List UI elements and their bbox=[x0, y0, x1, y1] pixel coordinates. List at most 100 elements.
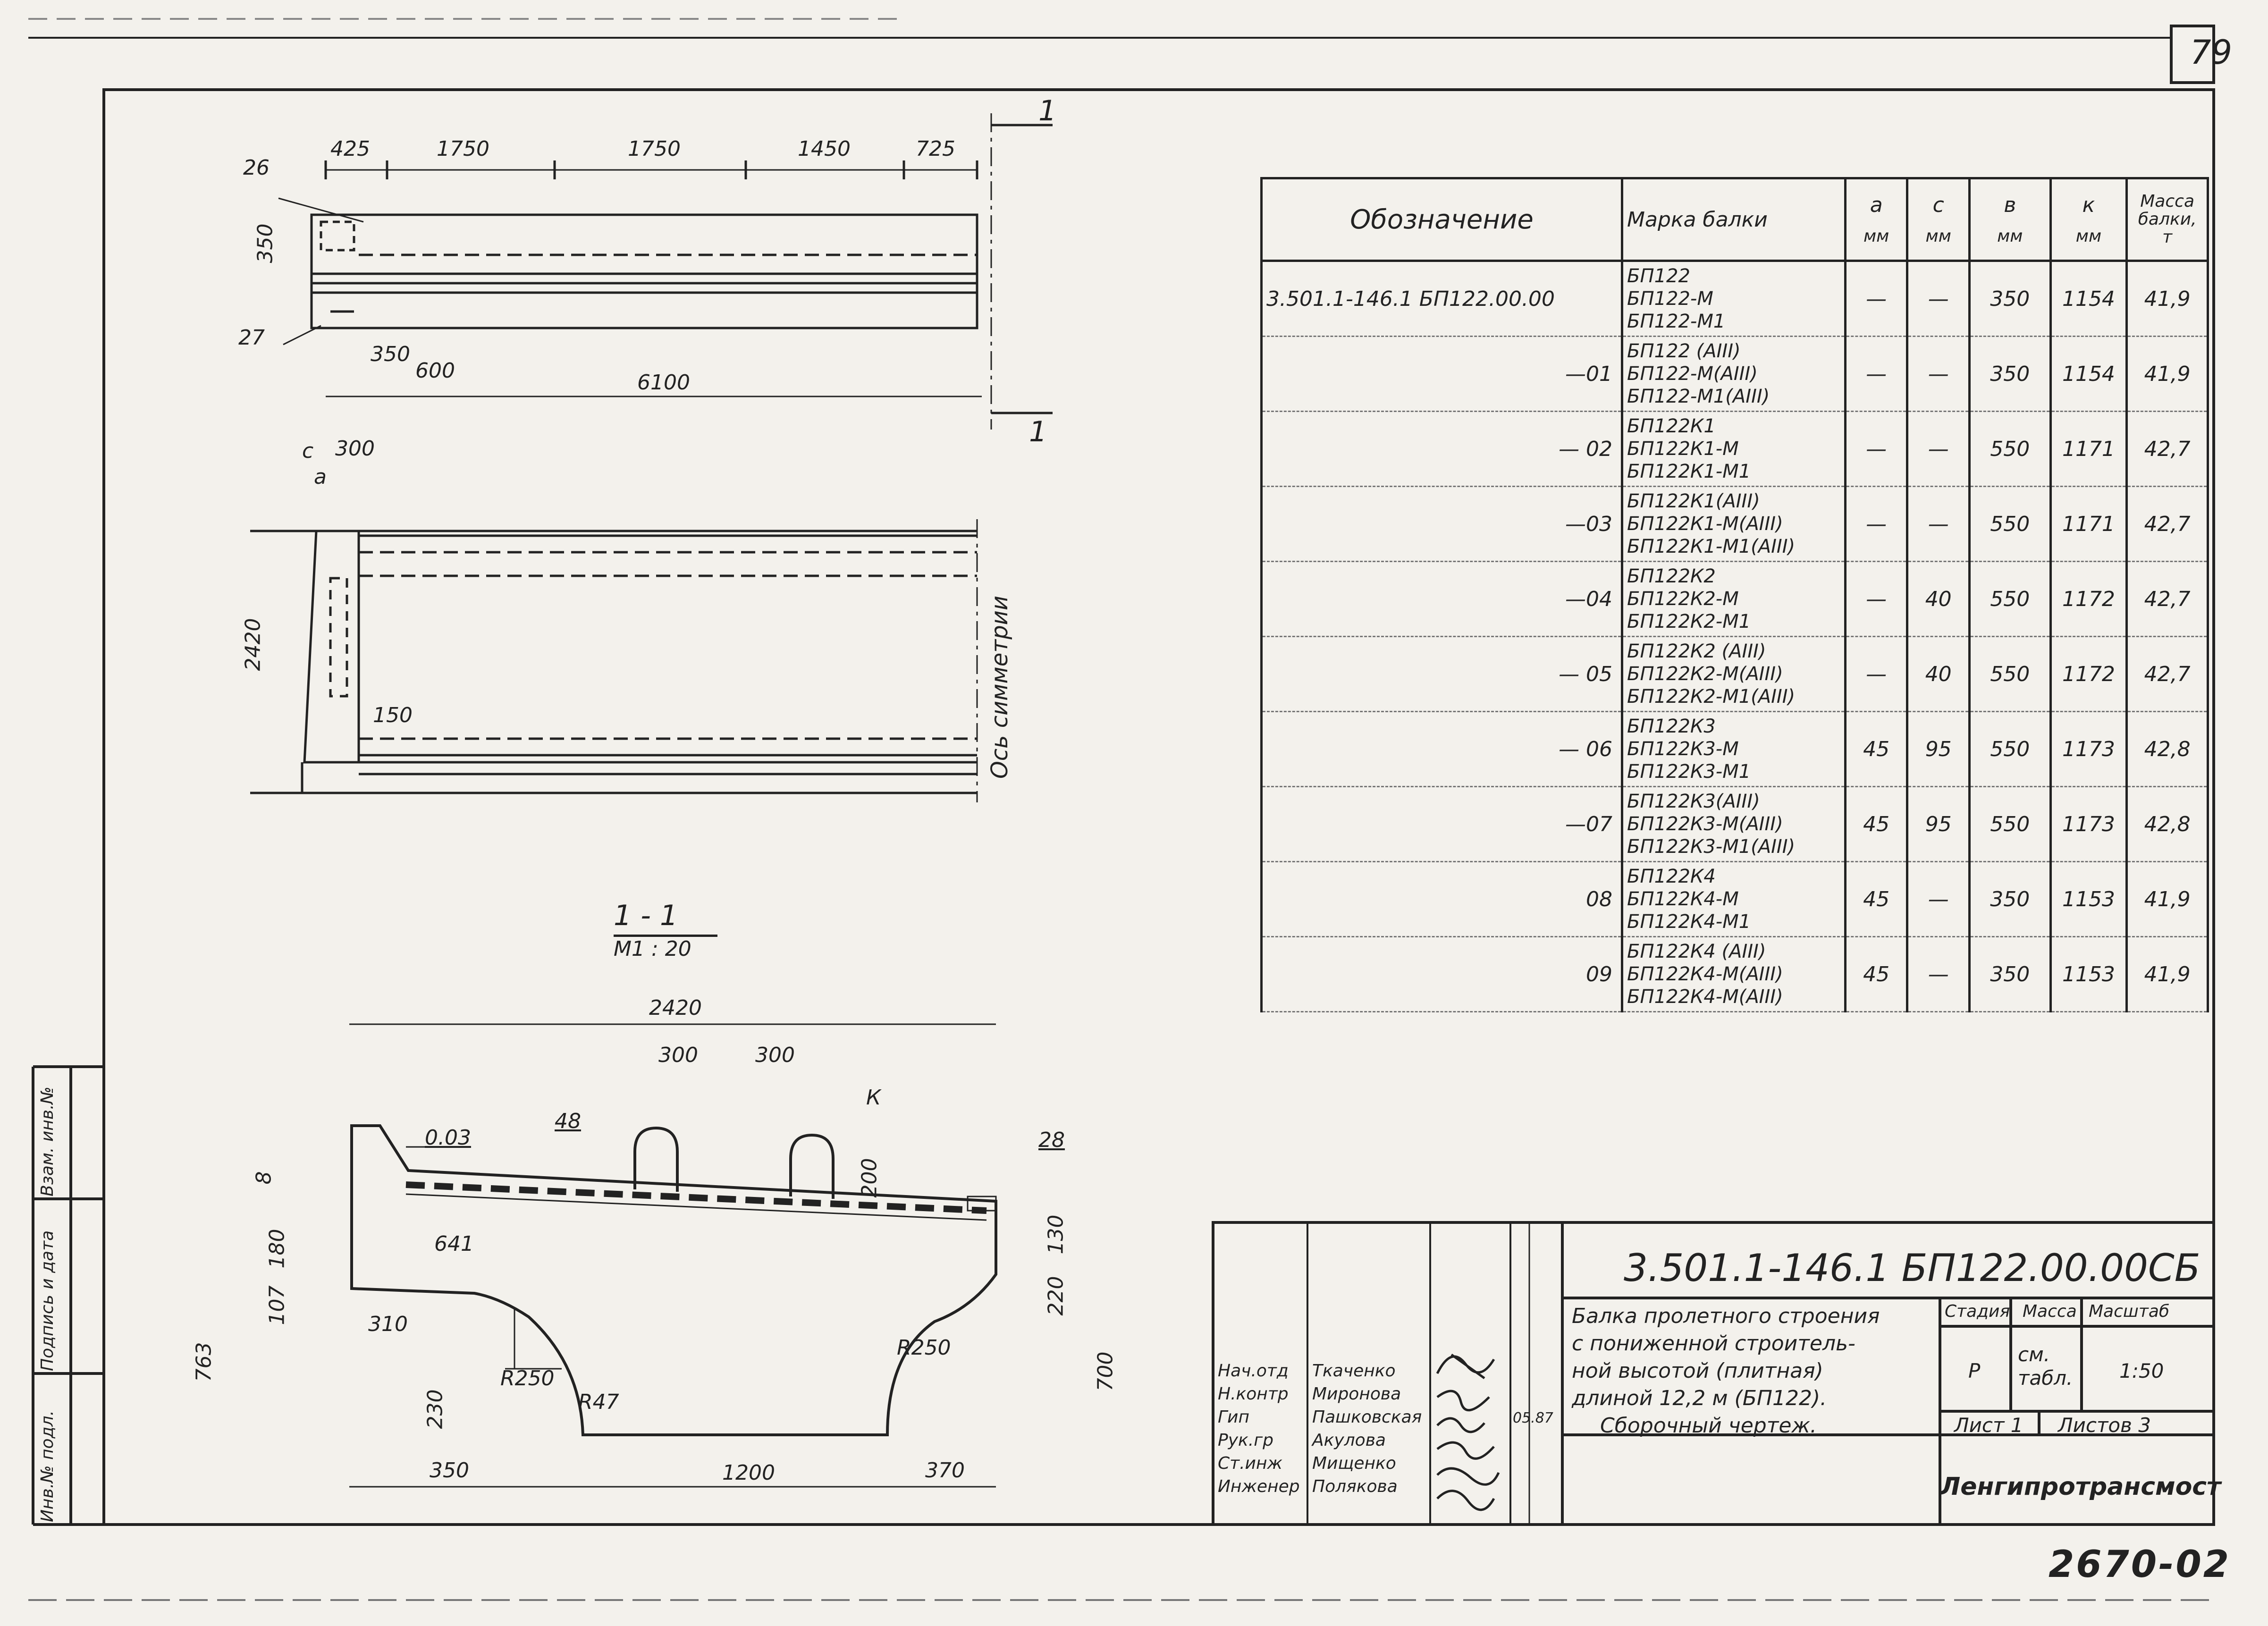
beam-mark: БП122К2-М1(АIII) bbox=[1627, 686, 1796, 708]
cell-k: 1153 bbox=[2049, 936, 2128, 1012]
callout-26: 26 bbox=[243, 156, 270, 180]
roles-column: Нач.отд Н.контр Гип Рук.гр Ст.инж Инжене… bbox=[1218, 1359, 1307, 1498]
beam-mark: БП122К4-М1 bbox=[1627, 911, 1751, 933]
cell-b: 550 bbox=[1968, 486, 2052, 562]
section-dim-350: 350 bbox=[430, 1458, 469, 1483]
role: Нач.отд bbox=[1218, 1361, 1289, 1381]
header-mark: Марка балки bbox=[1621, 177, 1846, 262]
cell-c: — bbox=[1906, 336, 1971, 412]
cell-b: 550 bbox=[1968, 561, 2052, 637]
person-name: Акулова bbox=[1312, 1431, 1386, 1450]
section-dim-641: 641 bbox=[434, 1232, 474, 1256]
cell-b: 350 bbox=[1968, 260, 2052, 337]
cell-k: 1154 bbox=[2049, 260, 2128, 337]
section-dim-2420: 2420 bbox=[649, 996, 702, 1020]
drawing-description: Балка пролетного строения с пониженной с… bbox=[1572, 1303, 1949, 1440]
beam-mark: БП122К2-М(АIII) bbox=[1627, 663, 1783, 685]
cell-c: — bbox=[1906, 260, 1971, 337]
beam-mark: БП122К3-М1 bbox=[1627, 761, 1751, 783]
section-title-underline bbox=[614, 935, 717, 937]
beam-cross-section bbox=[349, 1023, 997, 1488]
beam-mark: БП122К2-М bbox=[1627, 588, 1739, 610]
beam-mark: БП122К2-М1 bbox=[1627, 611, 1751, 632]
header-designation: Обозначение bbox=[1260, 177, 1624, 262]
cell-des: —04 bbox=[1260, 561, 1624, 637]
section-dim-1200: 1200 bbox=[722, 1461, 775, 1485]
sheet-number: 79 bbox=[2190, 33, 2233, 72]
description-line: ной высотой (плитная) bbox=[1572, 1359, 1823, 1383]
elev-dim-1: 425 bbox=[330, 137, 370, 161]
callout-48: 48 bbox=[555, 1109, 581, 1133]
cell-b: 550 bbox=[1968, 711, 2052, 787]
plan-dim-c: c bbox=[302, 439, 314, 463]
beam-mark: БП122-М1 bbox=[1627, 311, 1726, 332]
beam-mark: БП122К1 bbox=[1627, 415, 1716, 437]
cell-des: —01 bbox=[1260, 336, 1624, 412]
cell-b: 550 bbox=[1968, 411, 2052, 487]
cell-mass: 42,8 bbox=[2125, 786, 2209, 862]
beam-plan bbox=[250, 519, 978, 802]
elev-dim-6100: 6100 bbox=[637, 371, 690, 395]
cell-c: — bbox=[1906, 936, 1971, 1012]
beam-mark: БП122К1-М(АIII) bbox=[1627, 513, 1783, 535]
beam-mark: БП122К1(АIII) bbox=[1627, 490, 1760, 512]
cell-b: 550 bbox=[1968, 636, 2052, 712]
section-dim-763: 763 bbox=[192, 1342, 216, 1382]
cell-b: 350 bbox=[1968, 861, 2052, 937]
title-block-frame bbox=[1212, 1221, 2215, 1526]
beam-elevation bbox=[278, 113, 1053, 430]
section-dim-107: 107 bbox=[265, 1285, 289, 1325]
cell-mass: 41,9 bbox=[2125, 861, 2209, 937]
cell-mass: 41,9 bbox=[2125, 336, 2209, 412]
role: Ст.инж bbox=[1218, 1454, 1282, 1473]
elev-dim-left: 350 bbox=[253, 223, 278, 263]
section-dim-180: 180 bbox=[265, 1229, 289, 1269]
signatures-icon bbox=[1436, 1353, 1500, 1511]
cell-b: 550 bbox=[1968, 786, 2052, 862]
cell-des: — 05 bbox=[1260, 636, 1624, 712]
description-line: с пониженной строитель- bbox=[1572, 1331, 1855, 1356]
section-radius-r250-right: R250 bbox=[897, 1336, 951, 1360]
scale-label: Масштаб bbox=[2089, 1302, 2170, 1321]
side-label-replacement: Взам. инв.№ bbox=[38, 1087, 57, 1196]
callout-27: 27 bbox=[238, 326, 265, 350]
cell-k: 1171 bbox=[2049, 486, 2128, 562]
cell-a: 45 bbox=[1844, 861, 1909, 937]
cell-marks: БП122К3(АIII)БП122К3-М(АIII)БП122К3-М1(А… bbox=[1621, 786, 1846, 862]
role: Рук.гр bbox=[1218, 1431, 1273, 1450]
section-dim-310: 310 bbox=[368, 1312, 408, 1336]
beam-mark: БП122К1-М bbox=[1627, 438, 1739, 460]
elev-dim-2: 1750 bbox=[437, 137, 489, 161]
beam-mark: БП122-М bbox=[1627, 288, 1713, 310]
cell-des: —03 bbox=[1260, 486, 1624, 562]
cell-c: 95 bbox=[1906, 711, 1971, 787]
elev-dim-5: 725 bbox=[916, 137, 955, 161]
header-mass: Масса балки,т bbox=[2125, 177, 2209, 262]
plan-dim-300: 300 bbox=[335, 437, 375, 461]
cell-des: — 02 bbox=[1260, 411, 1624, 487]
callout-28: 28 bbox=[1038, 1128, 1065, 1152]
cell-k: 1153 bbox=[2049, 861, 2128, 937]
beam-mark: БП122К3 bbox=[1627, 716, 1716, 737]
elev-dim-4: 1450 bbox=[798, 137, 851, 161]
cell-a: 45 bbox=[1844, 786, 1909, 862]
section-dim-130: 130 bbox=[1044, 1214, 1068, 1255]
beam-mark: БП122К4 bbox=[1627, 866, 1716, 887]
drawing-code: 3.501.1-146.1 БП122.00.00СБ bbox=[1624, 1246, 2201, 1290]
role: Н.контр bbox=[1218, 1384, 1289, 1404]
beam-mark: БП122-М(АIII) bbox=[1627, 363, 1758, 385]
section-dim-8: 8 bbox=[252, 1171, 276, 1185]
cell-marks: БП122К4 (АIII)БП122К4-М(АIII)БП122К4-М(А… bbox=[1621, 936, 1846, 1012]
beam-mark: БП122К1-М1(АIII) bbox=[1627, 536, 1796, 557]
cell-c: — bbox=[1906, 411, 1971, 487]
